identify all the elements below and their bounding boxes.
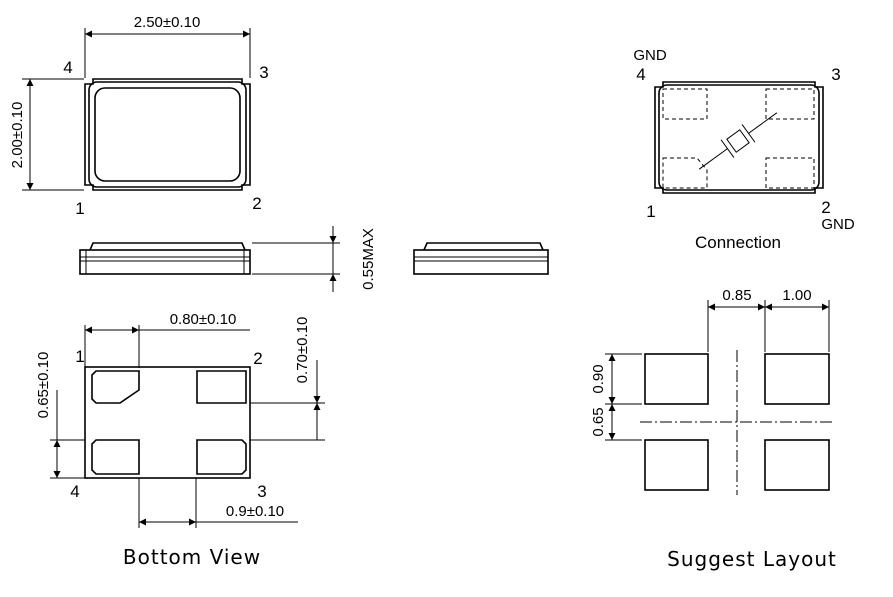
pad-1 <box>91 370 140 404</box>
pin-3-label: 3 <box>259 63 268 82</box>
dim-width-label: 2.50±0.10 <box>134 14 201 31</box>
layout-gap-label: 0.85 <box>722 287 751 304</box>
connection-pad-3 <box>765 88 815 120</box>
side-view: 0.55MAX <box>79 226 549 292</box>
pin-4-label: 4 <box>63 58 72 77</box>
pad-2 <box>196 370 247 404</box>
connection-caption: Connection <box>695 233 781 252</box>
bottom-view-caption: Bottom View <box>123 545 261 569</box>
package-outline <box>84 78 251 191</box>
connection-pad-2 <box>765 157 815 189</box>
connection-pin-3-label: 3 <box>831 65 840 84</box>
bottom-pin-3-label: 3 <box>257 482 266 501</box>
layout-pad-top-right <box>764 353 830 405</box>
package-lid <box>94 87 241 182</box>
pin-2-label: 2 <box>252 194 261 213</box>
layout-width-label: 1.00 <box>782 287 811 304</box>
connection-pin-1-label: 1 <box>646 202 655 221</box>
package-body <box>88 81 247 188</box>
connection-pad-1 <box>662 157 708 189</box>
bottom-pin-4-label: 4 <box>70 482 79 501</box>
bottom-pin-2-label: 2 <box>253 349 262 368</box>
pad-3 <box>196 439 247 475</box>
pin-1-label: 1 <box>75 199 84 218</box>
layout-height-label: 0.90 <box>590 364 607 393</box>
layout-caption: Suggest Layout <box>667 547 837 571</box>
connection-pin-2-label: 2 <box>821 198 830 217</box>
top-view: 2.50±0.10 2.00±0.10 4 3 1 2 <box>9 14 269 218</box>
side-lid <box>89 242 246 251</box>
gnd-top-label: GND <box>633 47 667 64</box>
side-body <box>79 249 251 275</box>
dim-height-label: 2.00±0.10 <box>9 102 26 169</box>
gnd-bottom-label: GND <box>821 216 855 233</box>
layout-spacing-label: 0.65 <box>590 407 607 436</box>
layout-pad-top-left <box>644 353 709 405</box>
connection-view: GND 4 3 1 2 GND Connection <box>633 47 855 252</box>
layout-pad-bottom-left <box>644 439 709 491</box>
end-view-body <box>413 249 549 275</box>
connection-body <box>658 84 820 191</box>
connection-outline <box>654 81 824 194</box>
dim-height-max-label: 0.55MAX <box>360 228 377 290</box>
connection-pin-4-label: 4 <box>636 65 645 84</box>
end-view-lid <box>423 242 544 251</box>
crystal-symbol <box>698 112 778 170</box>
connection-pad-4 <box>662 88 708 120</box>
bottom-pin-1-label: 1 <box>75 347 84 366</box>
dim-pad-width-label: 0.80±0.10 <box>170 311 237 328</box>
bottom-view: 0.80±0.10 0.70±0.10 0.65±0.10 0.9±0.10 1… <box>35 311 325 569</box>
pad-4 <box>91 439 140 475</box>
dim-pad-height-label: 0.65±0.10 <box>35 352 52 419</box>
layout-pad-bottom-right <box>764 439 830 491</box>
dim-pad-gap-v-label: 0.70±0.10 <box>294 317 311 384</box>
dim-pad-gap-h-label: 0.9±0.10 <box>226 503 284 520</box>
suggest-layout: 0.85 1.00 0.90 0.65 Suggest Layout <box>590 287 837 571</box>
bottom-body-outline <box>84 366 251 479</box>
